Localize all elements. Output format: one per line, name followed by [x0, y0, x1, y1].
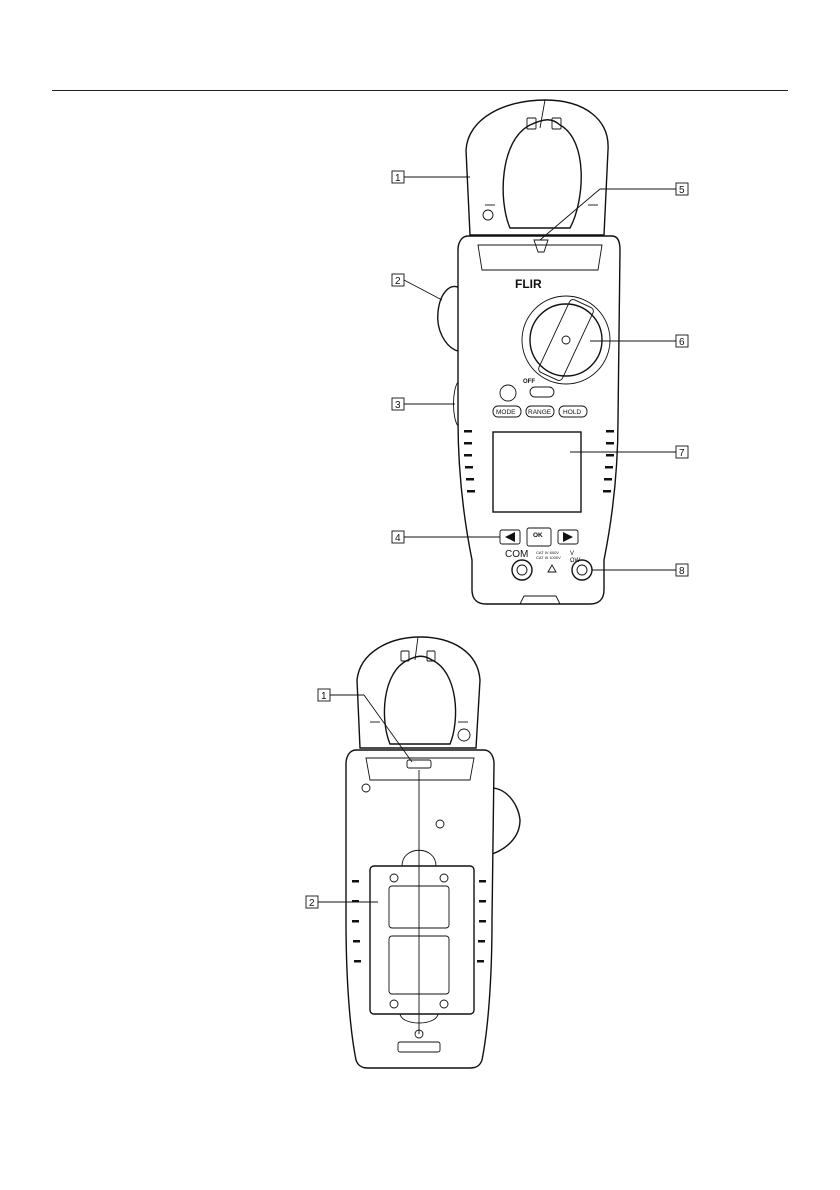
back-clamp-jaws — [357, 637, 480, 748]
svg-text:2: 2 — [309, 898, 315, 909]
battery-cover[interactable] — [370, 866, 474, 1014]
svg-text:1: 1 — [321, 691, 327, 702]
